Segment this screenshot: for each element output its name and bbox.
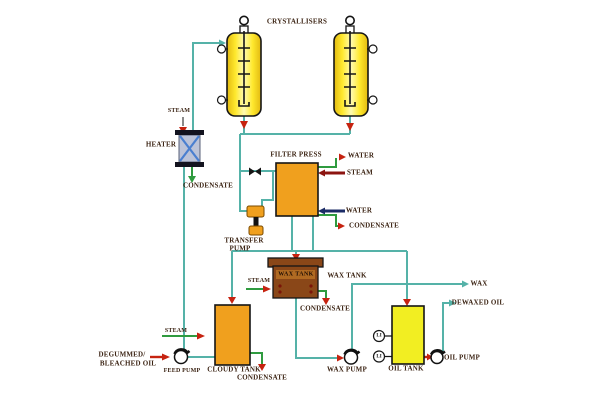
pipe-wax-tank-outlet — [295, 297, 339, 359]
wax-tank — [267, 257, 324, 299]
wax-steam-arrow — [263, 285, 271, 293]
li-indicator-top-icon — [372, 329, 386, 343]
press-water-out-arrow — [339, 153, 346, 161]
transfer-pump-top-block — [246, 205, 265, 218]
wax-pump-volute-icon — [343, 348, 361, 356]
heater-top-flange — [175, 130, 204, 135]
wax-tank-outer-label: WAX TANK — [327, 271, 367, 280]
cloudy-tank-condensate-label: CONDENSATE — [236, 373, 288, 382]
dewaxed-oil-arrow — [449, 299, 456, 307]
cloudy-tank-inlet-arrow — [228, 297, 236, 304]
pipe-dewaxed-oil — [442, 302, 449, 351]
transfer-pump-label-2: PUMP — [229, 244, 251, 253]
crystalliser1-outlet-arrow — [240, 121, 248, 129]
wax-pump-inlet-arrow — [337, 354, 344, 362]
heater-label: HEATER — [145, 140, 177, 149]
li-indicator-top-label: LI — [376, 333, 382, 339]
wax-tank-steam-label: STEAM — [247, 278, 271, 284]
feed-pump-label: FEED PUMP — [163, 368, 201, 374]
wax-pump-label: WAX PUMP — [327, 365, 367, 374]
heater-condensate-arrow — [188, 176, 196, 183]
wax-product-label: WAX — [470, 279, 488, 288]
cloudy-tank-body — [214, 304, 251, 366]
wax-tank-bolts-icon — [278, 284, 313, 294]
transfer-pump-label-1: TRANSFER — [224, 236, 264, 245]
oil-pump-inlet-arrow-head — [427, 353, 433, 361]
crystalliser2-indicator-top-icon — [368, 44, 378, 54]
press-condensate-label: CONDENSATE — [348, 221, 400, 230]
press-water-in-arrow — [318, 207, 325, 215]
heater-condensate-label: CONDENSATE — [182, 181, 234, 190]
crystalliser1-indicator-top-icon — [216, 44, 227, 54]
pipe-heater-to-crystalliser — [192, 42, 220, 134]
transfer-pump-bottom-block — [248, 225, 264, 236]
filter-press-body — [275, 162, 319, 217]
li-indicator-bottom-label: LI — [376, 354, 382, 359]
press-water-out-line — [318, 158, 337, 168]
crystalliser-right — [333, 15, 378, 117]
valve-icon — [249, 167, 261, 176]
press-condensate-line — [318, 214, 338, 227]
oil-tank — [372, 305, 425, 365]
wax-product-arrow — [462, 280, 469, 288]
crystalliser1-indicator-stubs — [225, 48, 228, 101]
crystalliser2-indicator-stubs — [367, 48, 369, 101]
heater-cross-icon — [179, 135, 200, 162]
wax-tank-condensate-line — [318, 290, 327, 298]
feed-stream-label-2: BLEACHED OIL — [99, 359, 157, 368]
heater-steam-label: STEAM — [167, 108, 191, 114]
li-indicator-stubs — [384, 335, 392, 358]
press-water-out-label: WATER — [347, 151, 375, 160]
li-indicator-bottom-icon — [372, 350, 386, 363]
oil-pump-label: OIL PUMP — [443, 353, 481, 362]
press-steam-label: STEAM — [347, 168, 373, 177]
wax-tank-condensate-label: CONDENSATE — [299, 304, 351, 313]
feed-stream-label-1: DEGUMMED/ — [98, 350, 146, 359]
oil-tank-label: OIL TANK — [388, 364, 424, 373]
feed-arrow — [162, 353, 170, 361]
oil-tank-body — [391, 305, 425, 365]
crystalliser1-indicator-bottom-icon — [216, 95, 227, 105]
pipe-wax-product — [351, 283, 462, 351]
crystalliser1-agitator-icon — [238, 31, 250, 107]
press-water-in-label: WATER — [345, 206, 373, 215]
crystalliser1-lifting-loop-icon — [239, 15, 250, 26]
oil-tank-inlet-arrow — [403, 299, 411, 306]
wax-pump-symbol — [343, 348, 361, 365]
green-utility-lines — [162, 158, 338, 364]
process-pipes — [183, 42, 462, 359]
crystallisers-label: CRYSTALLISERS — [266, 17, 328, 26]
cloudy-tank-label: CLOUDY TANK — [207, 365, 261, 374]
cloudy-tank-steam-label: STEAM — [164, 328, 188, 334]
crystalliser2-agitator-icon — [344, 31, 356, 107]
transfer-pump-shaft — [253, 217, 259, 226]
cloudy-tank-condensate-line — [250, 352, 263, 364]
feed-pump-symbol — [173, 348, 191, 365]
dewaxed-oil-label: DEWAXED OIL — [451, 298, 505, 307]
transfer-pump — [246, 205, 265, 236]
oil-pump-symbol — [429, 349, 446, 365]
press-condensate-arrow — [338, 222, 345, 230]
crystalliser2-indicator-bottom-icon — [368, 95, 378, 105]
filter-press-label: FILTER PRESS — [270, 150, 322, 159]
cloudy-steam-arrow — [197, 332, 205, 340]
flow-direction-arrows — [162, 121, 433, 371]
wax-tank-label-band — [276, 270, 315, 279]
press-steam-arrow — [318, 169, 325, 177]
crystalliser2-outlet-arrow — [346, 123, 354, 131]
wax-condensate-arrow — [322, 298, 330, 305]
heater-bottom-flange — [175, 162, 204, 167]
pipe-header-to-transfer-pump — [239, 134, 247, 212]
heater-exchanger — [175, 130, 204, 167]
crystalliser2-lifting-loop-icon — [344, 15, 355, 26]
oil-pump-volute-icon — [429, 349, 446, 356]
pipe-transfer-pump-discharge — [261, 171, 274, 206]
crystalliser-left — [216, 15, 262, 117]
cloudy-condensate-arrow — [258, 364, 266, 371]
wax-tank-inner-label: WAX TANK — [278, 271, 314, 277]
feed-pump-volute-icon — [173, 348, 191, 355]
